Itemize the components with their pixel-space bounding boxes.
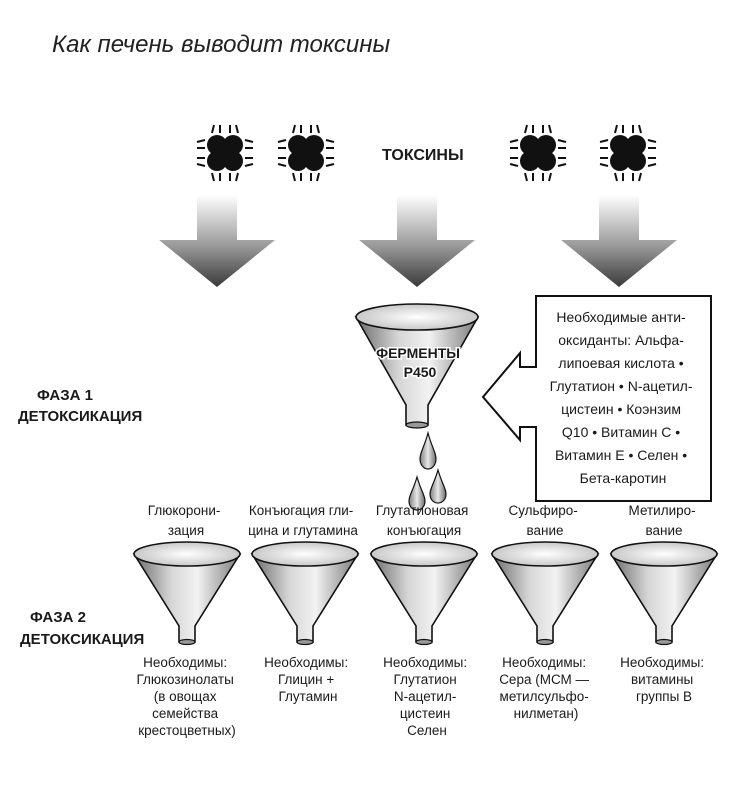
toxins-label: ТОКСИНЫ [382, 147, 464, 164]
pathway-needs: Необходимы: Глицин + Глутамин [264, 655, 352, 704]
down-arrow-icon [159, 195, 275, 287]
enzymes-label: ФЕРМЕНТЫ Р450 [376, 345, 464, 380]
pathway-funnel [370, 541, 478, 646]
pathway-needs: Необходимы: Глутатион N-ацетил- цистеин … [383, 655, 471, 738]
page-title: Как печень выводит токсины [52, 31, 390, 58]
pathway-name: Глюкорони- зация [148, 503, 224, 538]
pathway-funnel [133, 541, 241, 646]
phase1-label: ФАЗА 1 ДЕТОКСИКАЦИЯ [18, 387, 142, 425]
pathway-needs: Необходимы: витамины группы В [620, 655, 708, 704]
drop-icon [429, 467, 447, 504]
down-arrow-icon [359, 195, 475, 287]
pathway-name: Метилиро- вание [629, 503, 700, 538]
down-arrow-icon [561, 195, 677, 287]
phase2-label: ФАЗА 2 ДЕТОКСИКАЦИЯ [20, 609, 144, 648]
drop-icon [419, 430, 437, 470]
pathway-needs: Необходимы: Глюкозинолаты (в овощах семе… [136, 655, 237, 738]
toxin-molecule-icon [277, 124, 335, 182]
toxin-molecule-icon [196, 124, 254, 182]
antioxidants-text: Необходимые анти- оксиданты: Альфа- липо… [550, 309, 697, 486]
antioxidants-callout [481, 295, 712, 502]
pathway-funnel [491, 541, 599, 646]
enzymes-funnel [354, 303, 480, 429]
pathway-needs: Необходимы: Сера (МСМ — метилсульфо- нил… [499, 655, 593, 721]
pathway-funnel [251, 541, 359, 646]
pathway-name: Конъюгация гли- цина и глутамина [248, 503, 358, 538]
pathway-name: Сульфиро- вание [508, 503, 581, 538]
drop-icon [408, 474, 426, 511]
pathway-name: Глутатионовая конъюгация [376, 503, 472, 538]
pathway-funnel [610, 541, 718, 646]
toxin-molecule-icon [509, 124, 567, 182]
toxin-molecule-icon [599, 124, 657, 182]
